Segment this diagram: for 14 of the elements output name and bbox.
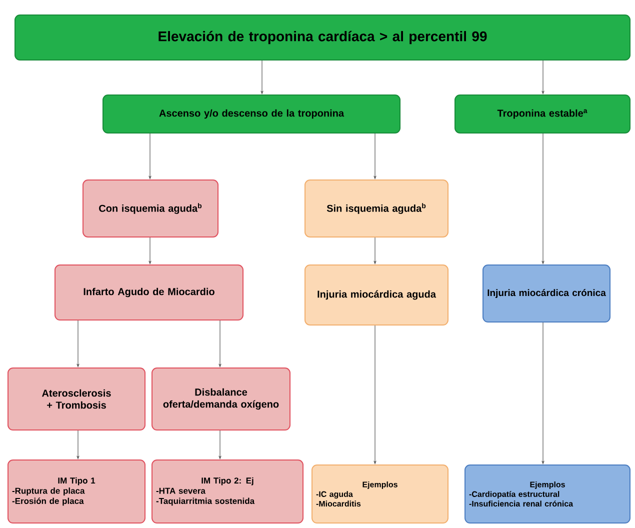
title-box: Elevación de troponina cardíaca > al percentil 99 — [14, 14, 630, 60]
process-box: Sin isquemia aguda$^{b}$ — [304, 180, 448, 238]
process-box: IM Tipo 2: Ej -HTA severa -Taquiarritmia sostenida — [152, 460, 304, 524]
process-box: Ejemplos -IC aguda -Miocarditis — [312, 464, 448, 524]
process-box: Ejemplos -Cardiopatía estructural -Insuficiencia renal crónica — [464, 464, 630, 524]
process-box: Con isquemia aguda$^{b}$ — [82, 180, 218, 238]
process-box: Troponina estable$^{a}$ — [454, 94, 630, 134]
process-box: Injuria miocárdica crónica — [482, 264, 610, 322]
process-box: Aterosclerosis + Trombosis — [8, 368, 146, 430]
process-box: Disbalance oferta/demanda oxígeno — [152, 368, 290, 430]
process-box: Injuria miocárdica aguda — [304, 264, 448, 326]
process-box: IM Tipo 1 -Ruptura de placa -Erosión de placa — [8, 460, 146, 524]
process-box: Ascenso y/o descenso de la troponina — [102, 94, 400, 134]
process-box: Infarto Agudo de Miocardio — [54, 264, 244, 320]
